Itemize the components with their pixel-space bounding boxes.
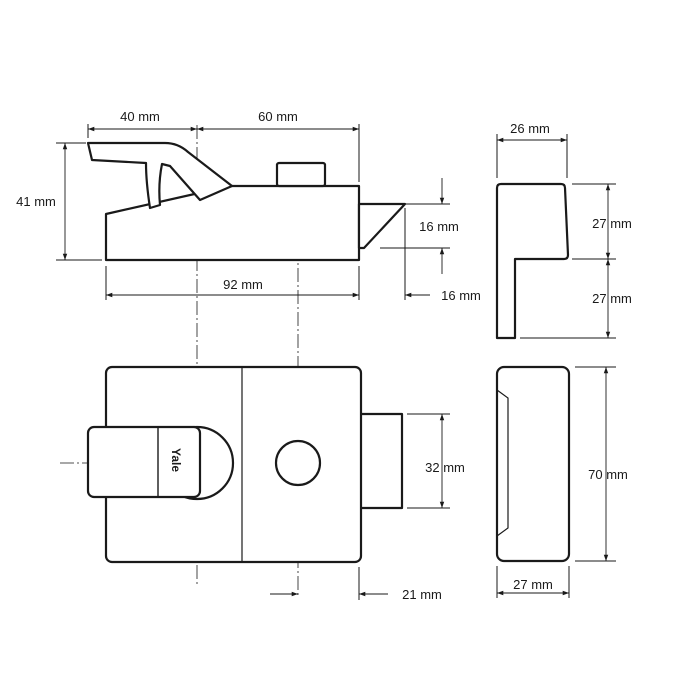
bottom-right-dimensions <box>496 366 616 598</box>
label-26mm: 26 mm <box>510 121 550 136</box>
side-view-lever <box>86 141 234 210</box>
label-21mm: 21 mm <box>402 587 442 602</box>
label-27mm-lower: 27 mm <box>592 291 632 306</box>
bottom-right-body <box>495 365 571 563</box>
brand-logo: Yale <box>169 448 183 472</box>
front-view-latch-bolt <box>353 412 404 510</box>
end-view-profile <box>495 182 570 340</box>
side-view-dimensions <box>56 124 450 300</box>
front-view-snib-handle <box>86 425 202 499</box>
label-40mm: 40 mm <box>120 109 160 124</box>
label-60mm: 60 mm <box>258 109 298 124</box>
label-16mm-bolt: 16 mm <box>419 219 459 234</box>
side-view <box>86 141 407 262</box>
end-view-dimensions <box>496 134 616 339</box>
label-70mm: 70 mm <box>588 467 628 482</box>
end-view <box>495 182 570 340</box>
label-32mm: 32 mm <box>425 460 465 475</box>
label-27mm-bottom: 27 mm <box>513 577 553 592</box>
label-41mm: 41 mm <box>16 194 56 209</box>
bottom-right-view <box>495 365 571 563</box>
side-view-body <box>104 184 361 262</box>
label-92mm: 92 mm <box>223 277 263 292</box>
front-view-key-cylinder <box>274 439 322 487</box>
label-27mm-upper: 27 mm <box>592 216 632 231</box>
label-16mm-projection: 16 mm <box>441 288 481 303</box>
dimension-labels: 40 mm 60 mm 41 mm 16 mm 92 mm 16 mm 26 m… <box>16 109 632 602</box>
side-view-latch-bolt <box>357 202 407 250</box>
side-view-knob <box>275 161 327 188</box>
front-view <box>86 365 404 564</box>
front-view-dimensions <box>270 413 450 600</box>
